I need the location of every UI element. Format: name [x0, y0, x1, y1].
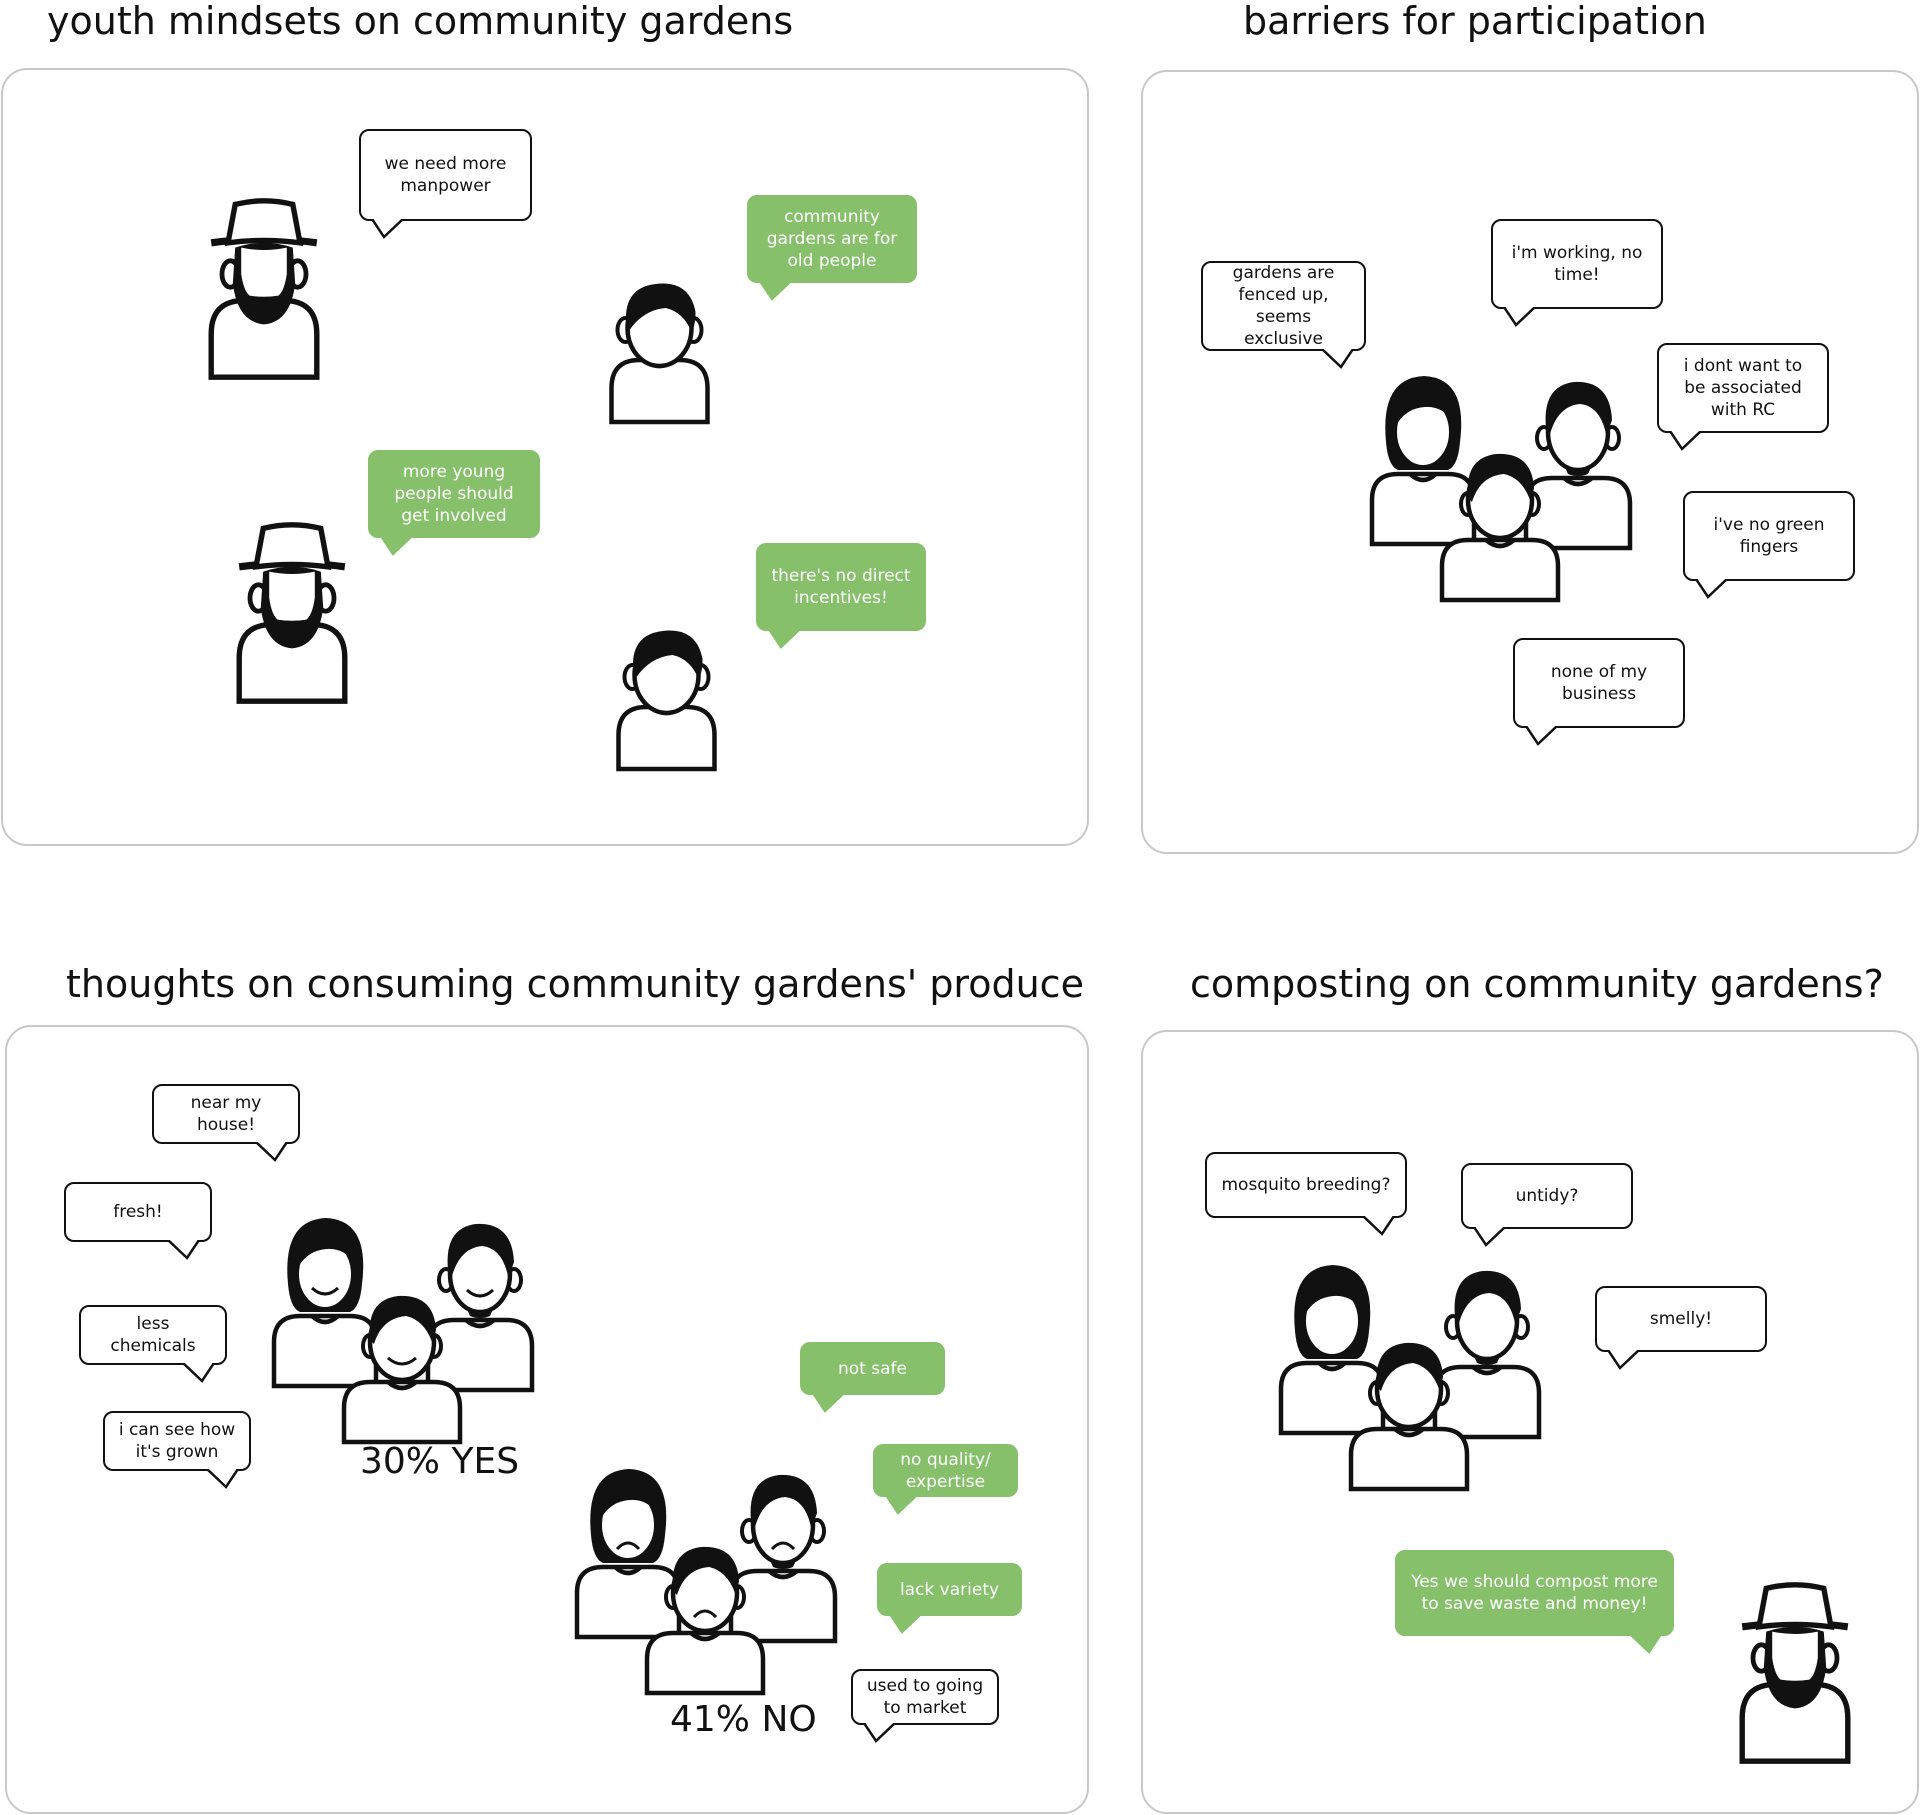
speech-bubble: gardens are fenced up, seems exclusive	[1201, 261, 1366, 369]
youth-mindsets-panel	[1, 68, 1089, 846]
bubble-tail	[371, 219, 404, 239]
speech-bubble: Yes we should compost more to save waste…	[1395, 1550, 1674, 1654]
quote-text: i can see how it's grown	[118, 1420, 236, 1462]
speech-bubble: i've no green fingers	[1683, 491, 1855, 599]
speech-bubble: less chemicals	[79, 1305, 227, 1383]
quote-text: i've no green fingers	[1713, 515, 1825, 557]
bubble-tail	[768, 629, 801, 649]
quote-text: i dont want to be associated with RC	[1683, 356, 1803, 420]
quote-text: smelly!	[1649, 1309, 1713, 1329]
bubble-tail	[255, 1142, 288, 1162]
bubble-tail	[1503, 307, 1536, 327]
bubble-tail	[1525, 726, 1558, 746]
quote-text: near my house!	[190, 1093, 262, 1135]
speech-bubble: i'm working, no time!	[1491, 219, 1663, 327]
bubble-tail	[1629, 1634, 1662, 1654]
bubble-tail	[812, 1393, 845, 1413]
bubble-tail	[889, 1614, 922, 1634]
bubble-tail	[380, 536, 413, 556]
quote-text: no quality/ expertise	[900, 1449, 991, 1492]
youth-mindsets-title: youth mindsets on community gardens	[47, 0, 794, 43]
group-people-icon	[1369, 376, 1633, 603]
barriers-title: barriers for participation	[1243, 0, 1707, 43]
quote-text: not safe	[838, 1358, 907, 1379]
youth-person-icon	[609, 283, 710, 425]
speech-bubble: we need more manpower	[359, 129, 532, 239]
youth-person-icon	[616, 630, 717, 772]
speech-bubble: lack variety	[877, 1563, 1022, 1634]
quote-text: untidy?	[1515, 1186, 1579, 1206]
bubble-tail	[1321, 349, 1354, 369]
composting-title: composting on community gardens?	[1190, 962, 1884, 1006]
speech-bubble: no quality/ expertise	[873, 1444, 1018, 1515]
speech-bubble: smelly!	[1595, 1286, 1767, 1370]
speech-bubble: fresh!	[64, 1182, 212, 1260]
no-percentage-label: 41% NO	[670, 1699, 817, 1740]
speech-bubble: i can see how it's grown	[103, 1411, 251, 1489]
quote-text: gardens are fenced up, seems exclusive	[1232, 263, 1335, 349]
quote-text: there's no direct incentives!	[771, 566, 911, 608]
bubble-tail	[167, 1240, 200, 1260]
quote-text: community gardens are for old people	[766, 207, 898, 271]
quote-text: i'm working, no time!	[1511, 243, 1643, 285]
quote-text: mosquito breeding?	[1221, 1175, 1391, 1195]
bubble-tail	[759, 281, 792, 301]
bubble-tail	[206, 1469, 239, 1489]
consuming-produce-title: thoughts on consuming community gardens'…	[66, 962, 1084, 1006]
quote-text: used to going to market	[866, 1676, 984, 1718]
bubble-tail	[1607, 1350, 1640, 1370]
bubble-tail	[885, 1495, 918, 1515]
speech-bubble: more young people should get involved	[368, 450, 540, 556]
quote-text: less chemicals	[110, 1314, 196, 1356]
farmer-person-icon	[1739, 1582, 1851, 1764]
speech-bubble: untidy?	[1461, 1163, 1633, 1247]
speech-bubble: i dont want to be associated with RC	[1657, 343, 1829, 451]
bubble-tail	[863, 1723, 896, 1743]
speech-bubble: none of my business	[1513, 638, 1685, 746]
farmer-person-icon	[208, 198, 320, 380]
bubble-tail	[1695, 579, 1728, 599]
quote-text: we need more manpower	[384, 154, 507, 196]
sad-group-icon	[574, 1469, 838, 1696]
bubble-tail	[182, 1363, 215, 1383]
bubble-tail	[1669, 431, 1702, 451]
bubble-tail	[1473, 1227, 1506, 1247]
bubble-tail	[1362, 1216, 1395, 1236]
speech-bubble: not safe	[800, 1342, 945, 1413]
group-people-icon	[1278, 1265, 1542, 1492]
speech-bubble: mosquito breeding?	[1205, 1152, 1407, 1236]
speech-bubble: there's no direct incentives!	[756, 543, 926, 649]
farmer-person-icon	[236, 522, 348, 704]
quote-text: fresh!	[113, 1202, 163, 1222]
speech-bubble: community gardens are for old people	[747, 195, 917, 301]
quote-text: none of my business	[1550, 662, 1648, 704]
speech-bubble: used to going to market	[851, 1669, 999, 1743]
yes-percentage-label: 30% YES	[360, 1441, 520, 1482]
happy-group-icon	[271, 1218, 535, 1445]
quote-text: Yes we should compost more to save waste…	[1411, 1572, 1658, 1614]
quote-text: more young people should get involved	[394, 462, 514, 526]
speech-bubble: near my house!	[152, 1084, 300, 1162]
quote-text: lack variety	[899, 1579, 1000, 1600]
